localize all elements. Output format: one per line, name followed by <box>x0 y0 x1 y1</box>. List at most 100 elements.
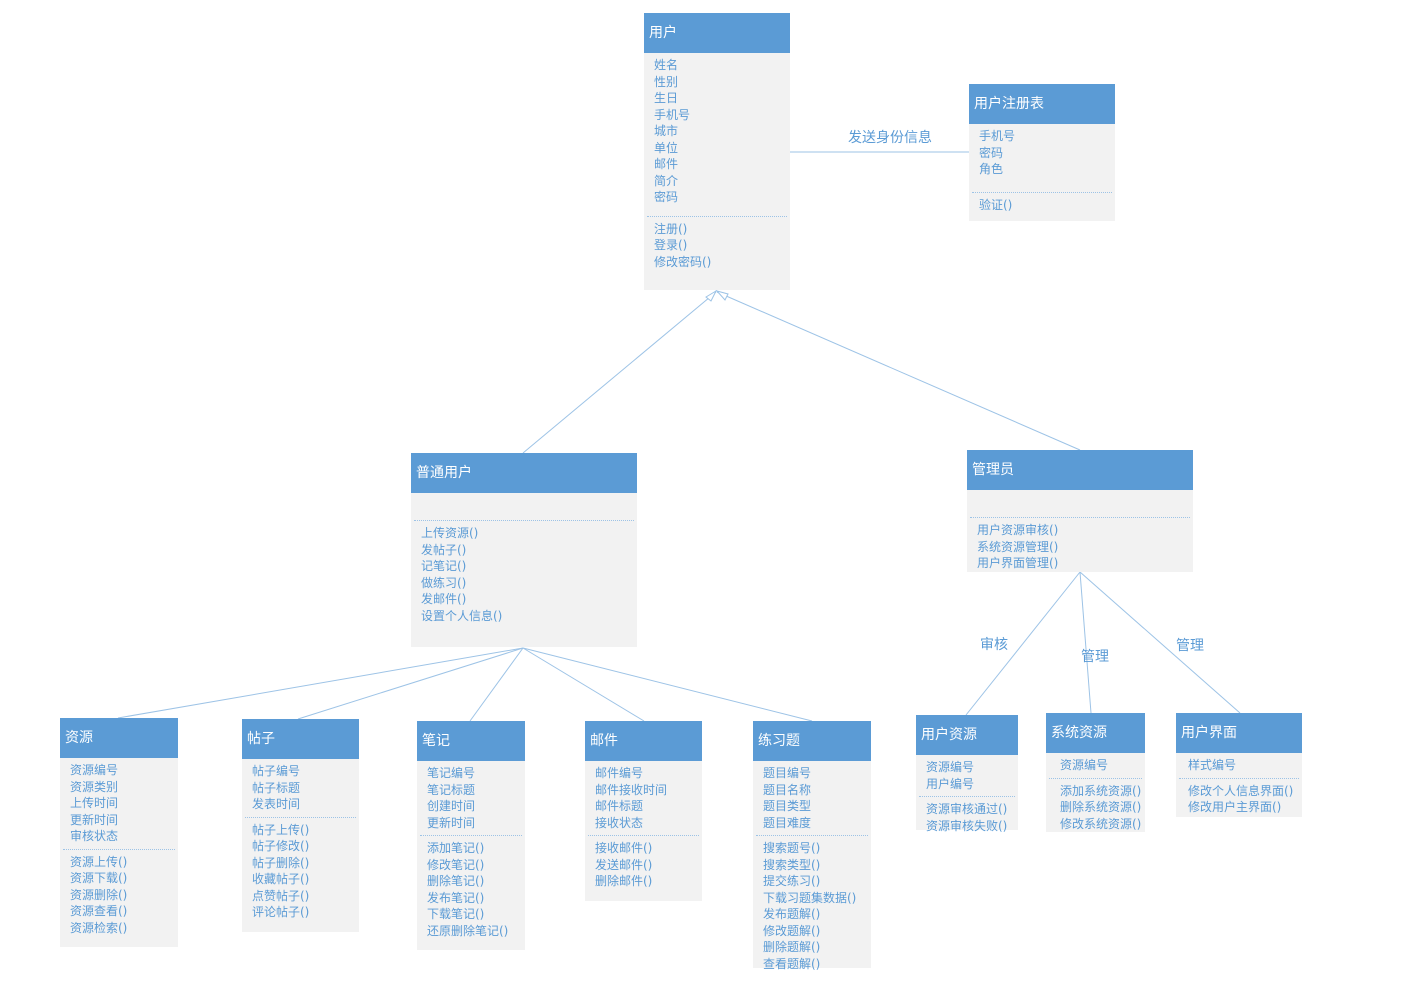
method: 上传资源() <box>421 526 479 540</box>
attribute: 密码 <box>654 190 679 204</box>
method: 下载笔记() <box>427 907 485 921</box>
method: 资源查看() <box>70 904 128 918</box>
attribute: 帖子标题 <box>252 780 301 795</box>
attribute: 样式编号 <box>1188 758 1237 772</box>
inheritance-line-putong <box>522 291 717 454</box>
method: 发布笔记() <box>427 890 485 905</box>
class-user-register: 用户注册表 手机号 密码 角色 验证() <box>969 84 1115 221</box>
method: 下载习题集数据() <box>763 890 857 905</box>
link-putong-lianxi <box>522 647 813 722</box>
link-putong-biji <box>469 647 524 722</box>
method: 资源删除() <box>70 887 128 902</box>
attribute-list: 资源编号 用户编号 <box>916 755 1018 796</box>
label-manage-system: 管理 <box>1081 649 1109 665</box>
method: 删除邮件() <box>595 874 653 888</box>
method: 接收邮件() <box>595 841 653 855</box>
attribute: 上传时间 <box>70 796 119 810</box>
method: 修改密码() <box>654 254 712 269</box>
attribute: 更新时间 <box>427 815 476 830</box>
method-list: 注册() 登录() 修改密码() <box>644 217 790 275</box>
method: 资源下载() <box>70 871 128 885</box>
divider <box>756 835 868 836</box>
class-resource: 资源 资源编号 资源类别 上传时间 更新时间 审核状态 资源上传() 资源下载(… <box>60 718 178 947</box>
method: 发邮件() <box>421 592 467 606</box>
method-list: 资源上传() 资源下载() 资源删除() 资源查看() 资源检索() <box>60 850 178 941</box>
attribute-list: 题目编号 题目名称 题目类型 题目难度 <box>753 761 871 835</box>
attribute: 手机号 <box>654 107 691 122</box>
divider <box>63 848 175 850</box>
class-user-resource: 用户资源 资源编号 用户编号 资源审核通过() 资源审核失败() <box>916 715 1018 833</box>
class-title: 系统资源 <box>1046 713 1145 753</box>
method: 修改用户主界面() <box>1188 800 1282 814</box>
method: 发布题解() <box>763 907 821 921</box>
class-admin: 管理员 用户资源审核() 系统资源管理() 用户界面管理() <box>967 450 1193 572</box>
attribute: 邮件 <box>654 157 679 171</box>
link-putong-youjian <box>522 647 645 722</box>
method: 注册() <box>654 221 688 236</box>
attribute: 密码 <box>979 145 1004 160</box>
label-manage-ui: 管理 <box>1176 638 1204 654</box>
method: 搜索题号() <box>763 841 821 855</box>
link-putong-tiezi <box>297 647 524 720</box>
divider <box>972 191 1112 193</box>
class-user: 用户 姓名 性别 生日 手机号 城市 单位 邮件 简介 密码 注册() 登录()… <box>644 13 790 290</box>
method-list: 修改个人信息界面() 修改用户主界面() <box>1176 779 1302 820</box>
class-title: 用户界面 <box>1176 713 1302 753</box>
method: 提交练习() <box>763 874 821 888</box>
attribute: 性别 <box>654 74 679 89</box>
method: 修改系统资源() <box>1060 816 1142 831</box>
link-guanli-yhjiemian <box>1079 571 1241 714</box>
attribute-list <box>967 490 1193 517</box>
divider <box>414 520 634 521</box>
method: 发送邮件() <box>595 857 653 872</box>
class-title: 用户资源 <box>916 715 1018 755</box>
class-title: 用户注册表 <box>969 84 1115 124</box>
method: 登录() <box>654 238 688 252</box>
attribute: 邮件编号 <box>595 766 644 780</box>
attribute: 题目名称 <box>763 782 812 797</box>
class-system-resource: 系统资源 资源编号 添加系统资源() 删除系统资源() 修改系统资源() <box>1046 713 1145 832</box>
attribute: 题目难度 <box>763 815 812 830</box>
attribute-list: 邮件编号 邮件接收时间 邮件标题 接收状态 <box>585 761 702 835</box>
attribute: 笔记标题 <box>427 782 476 797</box>
method: 添加系统资源() <box>1060 783 1142 798</box>
inheritance-arrowhead <box>705 289 718 302</box>
class-mail: 邮件 邮件编号 邮件接收时间 邮件标题 接收状态 接收邮件() 发送邮件() 删… <box>585 721 702 901</box>
divider <box>420 835 522 836</box>
attribute: 用户编号 <box>926 776 975 791</box>
attribute-list: 资源编号 <box>1046 753 1145 778</box>
class-exercise: 练习题 题目编号 题目名称 题目类型 题目难度 搜索题号() 搜索类型() 提交… <box>753 721 871 971</box>
attribute: 创建时间 <box>427 799 476 813</box>
class-title: 笔记 <box>417 721 525 761</box>
attribute: 邮件接收时间 <box>595 782 668 797</box>
method: 删除笔记() <box>427 874 485 888</box>
method: 设置个人信息() <box>421 608 503 623</box>
method-list: 添加系统资源() 删除系统资源() 修改系统资源() <box>1046 779 1145 837</box>
attribute: 帖子编号 <box>252 764 301 778</box>
attribute-list <box>411 493 637 520</box>
class-title: 普通用户 <box>411 453 637 493</box>
class-title: 帖子 <box>242 719 359 759</box>
class-title: 邮件 <box>585 721 702 761</box>
class-user-interface: 用户界面 样式编号 修改个人信息界面() 修改用户主界面() <box>1176 713 1302 817</box>
attribute: 题目编号 <box>763 766 812 780</box>
method: 验证() <box>979 197 1013 212</box>
class-note: 笔记 笔记编号 笔记标题 创建时间 更新时间 添加笔记() 修改笔记() 删除笔… <box>417 721 525 950</box>
attribute-list: 手机号 密码 角色 <box>969 124 1115 192</box>
method: 用户界面管理() <box>977 556 1059 570</box>
method: 收藏帖子() <box>252 872 310 886</box>
attribute-list: 帖子编号 帖子标题 发表时间 <box>242 759 359 817</box>
method: 搜索类型() <box>763 857 821 872</box>
method-list: 资源审核通过() 资源审核失败() <box>916 797 1018 838</box>
method: 删除题解() <box>763 940 821 954</box>
attribute: 单位 <box>654 140 679 155</box>
method-list: 用户资源审核() 系统资源管理() 用户界面管理() <box>967 518 1193 576</box>
method: 评论帖子() <box>252 905 310 919</box>
method: 帖子上传() <box>252 822 310 837</box>
inheritance-arrowhead <box>715 290 729 301</box>
method-list: 验证() <box>969 193 1115 218</box>
method: 修改题解() <box>763 923 821 938</box>
method: 帖子修改() <box>252 839 310 853</box>
attribute: 题目类型 <box>763 799 812 813</box>
attribute: 资源编号 <box>926 760 975 774</box>
